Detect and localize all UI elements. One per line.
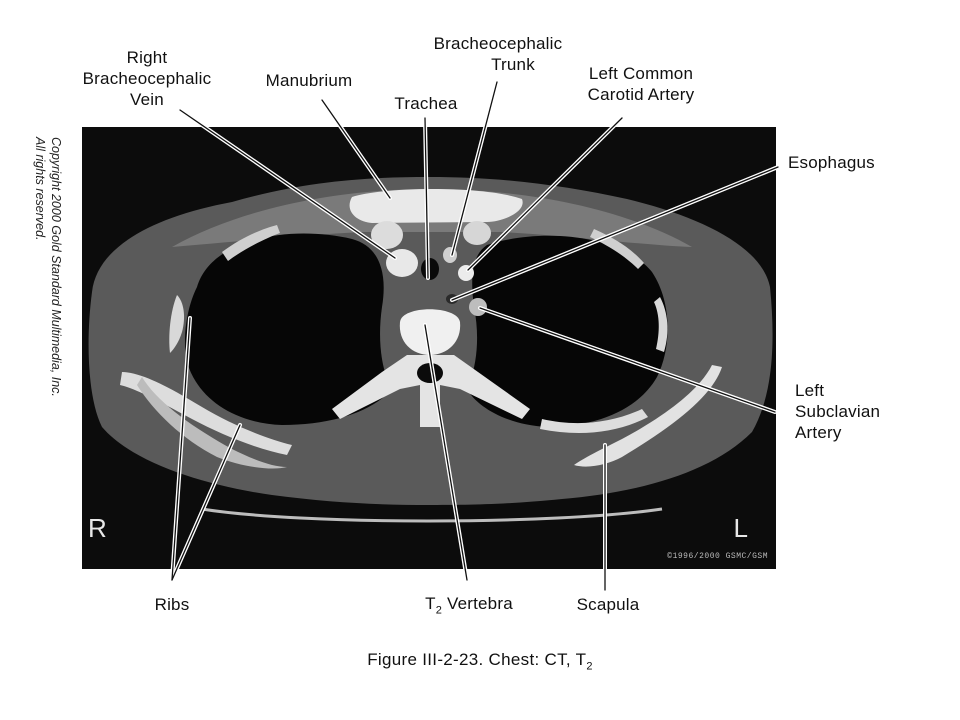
- copyright-line-2: All rights reserved.: [33, 137, 47, 241]
- label-esophagus: Esophagus: [788, 152, 875, 173]
- right-brachiocephalic-vein-structure: [386, 249, 418, 277]
- trachea-lumen: [421, 258, 439, 280]
- label-line: Bracheocephalic: [433, 34, 563, 53]
- image-stamp: ©1996/2000 GSMC/GSM: [667, 552, 768, 561]
- manubrium-bone: [349, 189, 523, 223]
- copyright-line-1: Copyright 2000 Gold Standard Multimedia,…: [49, 137, 63, 397]
- label-line: Manubrium: [265, 71, 353, 90]
- label-line: Right: [126, 48, 168, 67]
- label-scapula: Scapula: [560, 594, 656, 615]
- spinal-canal: [417, 363, 443, 383]
- label-trachea: Trachea: [384, 93, 468, 114]
- rib-left-posterior: [540, 409, 648, 433]
- ct-scan-drawing: [88, 177, 773, 523]
- side-marker-left: L: [733, 513, 748, 543]
- rib-right-posterior: [120, 372, 292, 455]
- label-t2-vertebra: T2 Vertebra: [404, 593, 534, 621]
- esophagus-structure: [446, 294, 458, 304]
- t2-prefix: T: [425, 594, 436, 613]
- label-line: Carotid Artery: [587, 85, 695, 104]
- label-line: Left Common: [588, 64, 694, 83]
- left-common-carotid-structure: [458, 265, 474, 281]
- copyright-notice: Copyright 2000 Gold Standard Multimedia,…: [32, 137, 64, 397]
- label-line: Esophagus: [788, 153, 875, 172]
- right-lung: [185, 233, 392, 425]
- label-right-brachiocephalic-vein: Right Bracheocephalic Vein: [66, 47, 228, 110]
- figure-caption: Figure III-2-23. Chest: CT, T2: [0, 650, 960, 672]
- label-left-common-carotid: Left Common Carotid Artery: [566, 63, 716, 105]
- clavicle-left: [463, 221, 491, 245]
- label-line: Subclavian: [795, 402, 881, 421]
- label-line: Trachea: [394, 94, 458, 113]
- label-line: Ribs: [154, 595, 190, 614]
- brachiocephalic-trunk-structure: [443, 247, 457, 263]
- label-brachiocephalic-trunk: Bracheocephalic Trunk: [413, 33, 583, 75]
- label-line: Left: [795, 381, 825, 400]
- label-line: Vein: [130, 90, 164, 109]
- side-marker-right: R: [88, 513, 107, 543]
- ct-scan-image: R L ©1996/2000 GSMC/GSM: [82, 127, 776, 569]
- t2-suffix: Vertebra: [442, 594, 513, 613]
- label-line: T2 Vertebra: [404, 593, 534, 621]
- label-line: Trunk: [491, 55, 535, 74]
- label-line: Bracheocephalic: [82, 69, 212, 88]
- label-line: Artery: [795, 423, 842, 442]
- label-left-subclavian-artery: Left Subclavian Artery: [795, 380, 880, 443]
- t2-subscript: 2: [435, 604, 443, 617]
- left-subclavian-structure: [469, 298, 487, 316]
- label-ribs: Ribs: [140, 594, 204, 615]
- label-line: Scapula: [576, 595, 640, 614]
- caption-text: Figure III-2-23. Chest: CT, T: [367, 650, 587, 669]
- clavicle-right: [371, 221, 403, 249]
- label-manubrium: Manubrium: [250, 70, 368, 91]
- table-line: [201, 507, 663, 523]
- caption-subscript: 2: [586, 660, 593, 673]
